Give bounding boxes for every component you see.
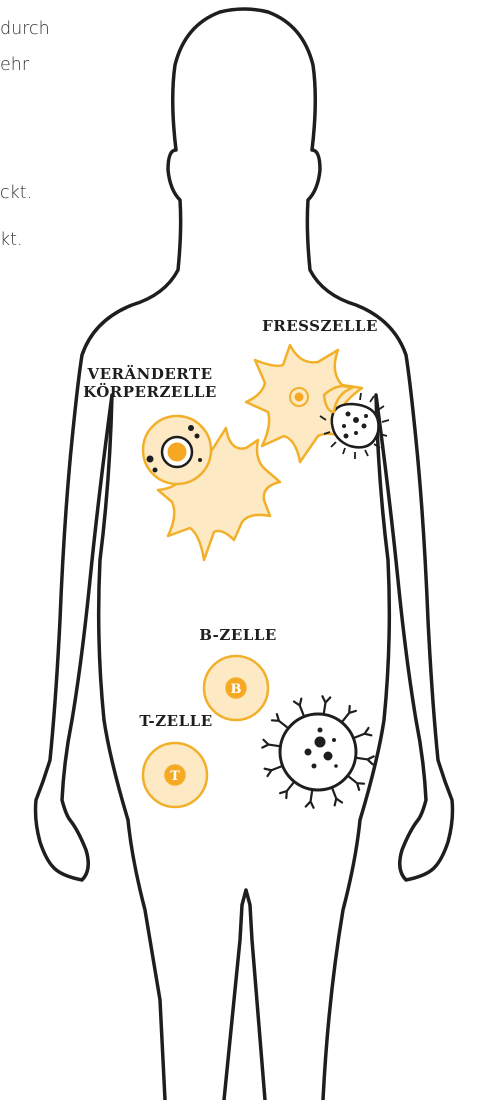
virus-spike: [272, 714, 288, 728]
label-t-zelle: T-ZELLE: [139, 712, 212, 730]
virus-spike: [332, 787, 342, 805]
t-cell-letter: T: [170, 769, 180, 784]
virus-spike: [262, 740, 280, 748]
virus-spike: [306, 790, 314, 808]
label-b-zelle: B-ZELLE: [199, 626, 277, 644]
virus-spike: [356, 756, 374, 764]
virus-spike: [265, 766, 283, 776]
virus-spike: [280, 782, 294, 798]
t-cell-icon: T: [143, 743, 207, 807]
virus-spike: [348, 776, 364, 790]
virus-spike: [322, 696, 330, 714]
virus-spike: [294, 699, 304, 717]
body-outline-icon: [36, 9, 453, 1100]
b-cell-icon: B: [204, 656, 268, 720]
virus-spike: [342, 706, 356, 722]
b-cell-letter: B: [231, 682, 242, 697]
virus-icon: [262, 696, 373, 807]
altered-cell-icon: [143, 416, 211, 484]
virus-spike: [353, 728, 371, 738]
label-veraenderte-line2: KÖRPERZELLE: [83, 382, 217, 401]
label-fresszelle: FRESSZELLE: [262, 317, 378, 335]
label-veraenderte-line1: VERÄNDERTE: [86, 364, 212, 383]
